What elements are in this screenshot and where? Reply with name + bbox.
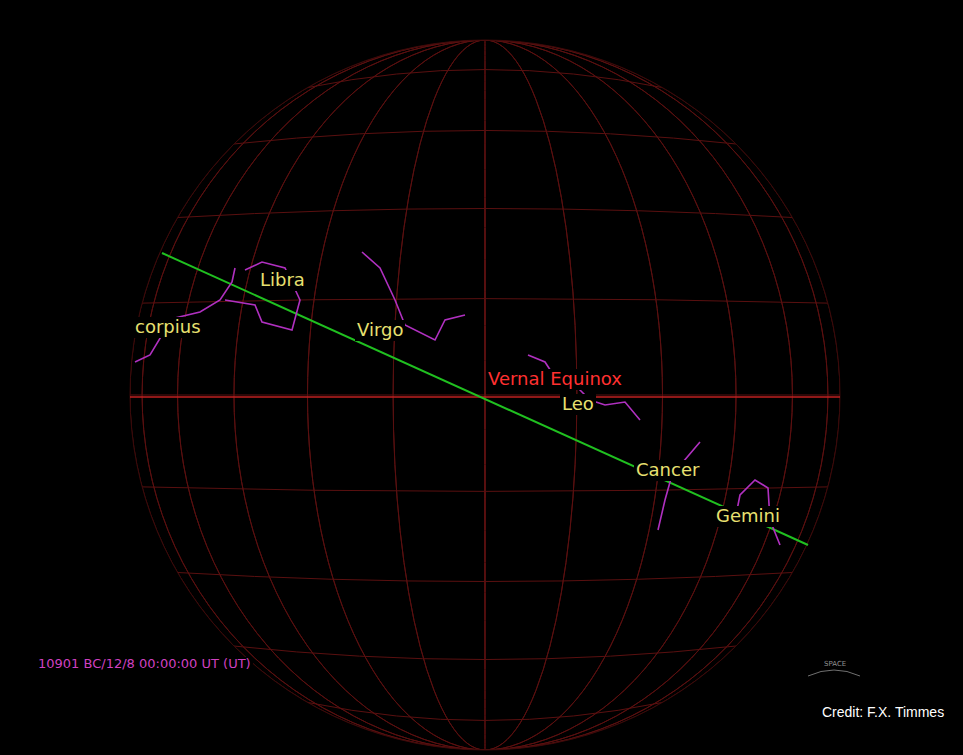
grid-meridian bbox=[308, 40, 663, 750]
grid-meridian bbox=[142, 40, 828, 750]
grid-meridian bbox=[130, 40, 840, 750]
constellation-label: Gemini bbox=[714, 506, 782, 527]
grid-meridian bbox=[234, 40, 736, 750]
grid-meridian bbox=[142, 40, 828, 750]
globe-outline bbox=[130, 40, 840, 750]
equinox-label: Vernal Equinox bbox=[486, 369, 624, 390]
constellation-label: Leo bbox=[560, 394, 596, 415]
constellation-label: Libra bbox=[258, 270, 307, 291]
grid-meridian bbox=[308, 40, 663, 750]
grid-meridian bbox=[178, 40, 793, 750]
celestial-equator bbox=[130, 396, 840, 398]
constellation-figures bbox=[135, 252, 780, 545]
grid-meridian bbox=[393, 40, 577, 750]
logo-text: SPACE bbox=[822, 660, 848, 668]
scorpius-figure bbox=[135, 268, 235, 362]
grid-meridian bbox=[485, 40, 486, 750]
constellation-label: corpius bbox=[133, 317, 203, 338]
space-logo-arc bbox=[808, 670, 860, 676]
cancer-figure bbox=[658, 442, 700, 530]
credit-note: Credit: F.X. Timmes bbox=[820, 704, 946, 720]
ecliptic-line bbox=[162, 253, 808, 545]
grid-meridian bbox=[178, 40, 793, 750]
constellation-label: Cancer bbox=[634, 460, 701, 481]
grid-meridian bbox=[393, 40, 577, 750]
grid-meridian bbox=[234, 40, 736, 750]
date-stamp: 10901 BC/12/8 00:00:00 UT (UT) bbox=[36, 657, 253, 672]
coordinate-grid bbox=[130, 30, 840, 755]
constellation-label: Virgo bbox=[355, 320, 405, 341]
